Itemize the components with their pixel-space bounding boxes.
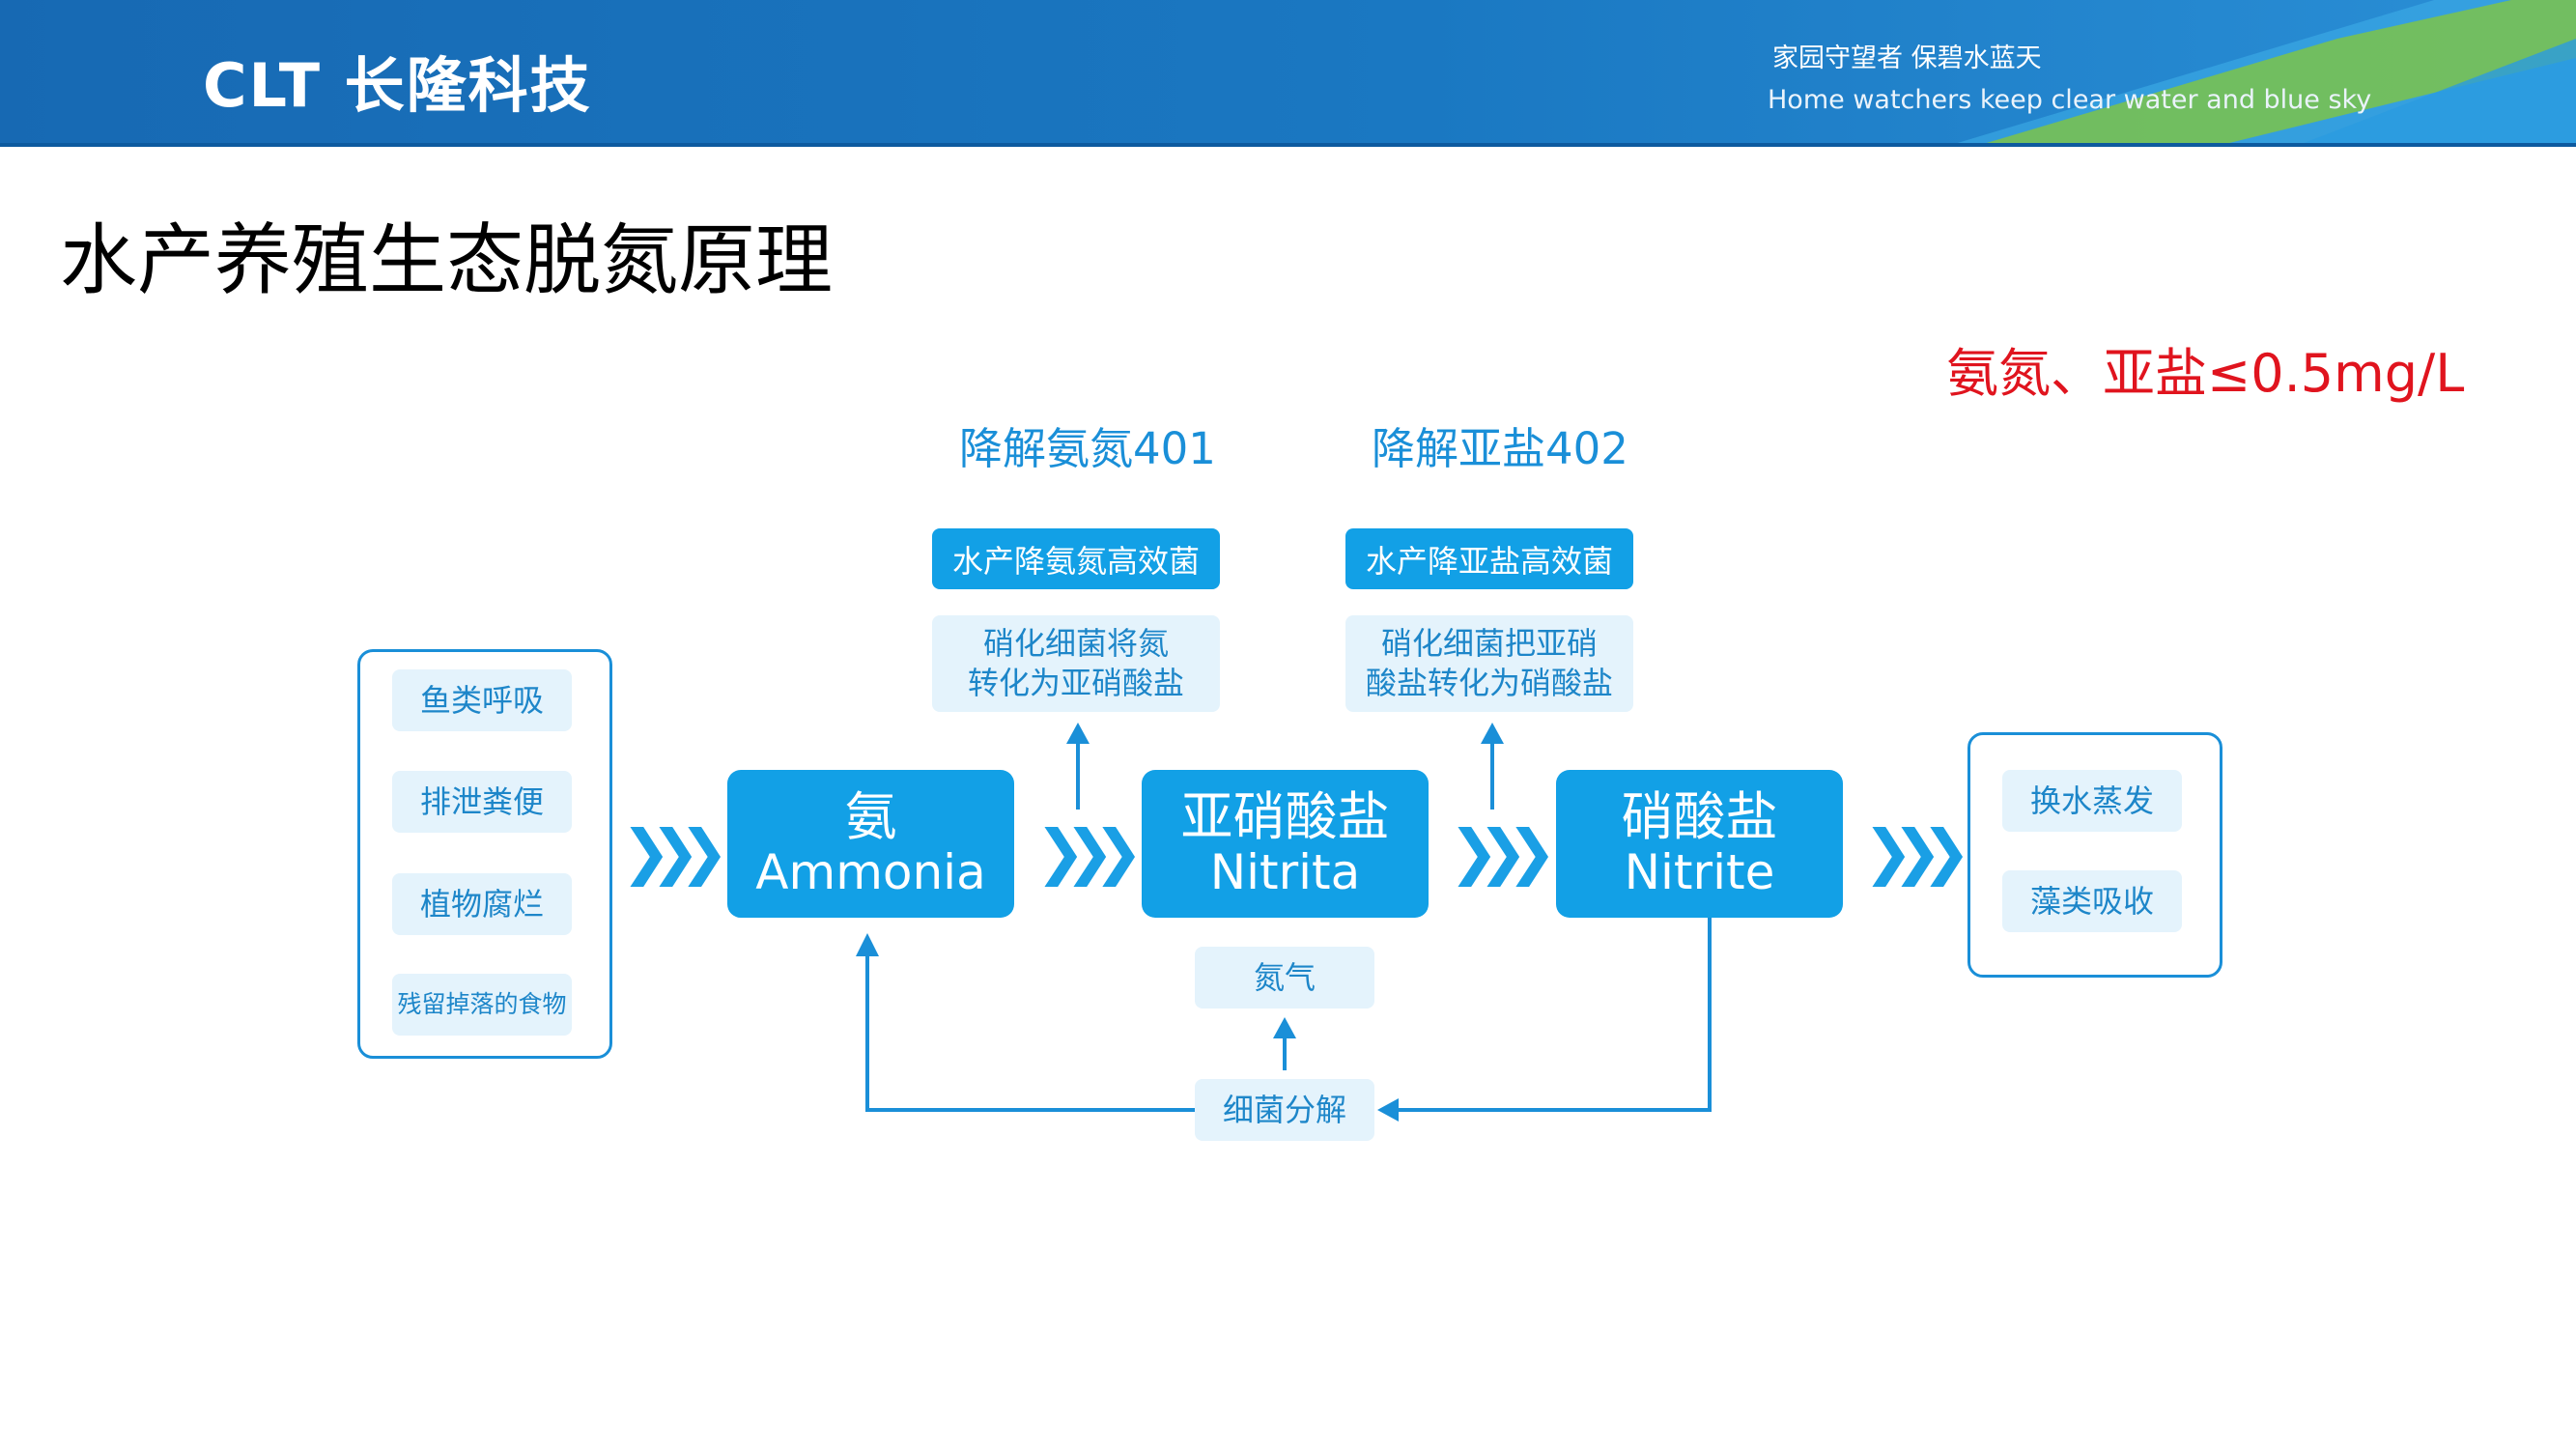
node-nitrite: 硝酸盐 Nitrite xyxy=(1556,770,1843,918)
arrow-up-ammonia xyxy=(1066,723,1090,810)
source-excretion: 排泄粪便 xyxy=(392,771,572,833)
product-label-401: 降解氨氮401 xyxy=(959,423,1216,474)
sink-algae-absorption: 藻类吸收 xyxy=(2002,870,2182,932)
header-divider xyxy=(0,143,2576,147)
page-title: 水产养殖生态脱氮原理 xyxy=(60,215,833,305)
node-nitrita-cn: 亚硝酸盐 xyxy=(1180,786,1390,848)
product-tag-401: 水产降氨氮高效菌 xyxy=(932,528,1220,589)
product-tag-402: 水产降亚盐高效菌 xyxy=(1345,528,1633,589)
source-leftover-food: 残留掉落的食物 xyxy=(392,974,572,1036)
header-decoration xyxy=(1951,0,2576,145)
slogan-english: Home watchers keep clear water and blue … xyxy=(1768,85,2372,115)
product-desc-401: 硝化细菌将氮 转化为亚硝酸盐 xyxy=(932,615,1220,712)
source-fish-respiration: 鱼类呼吸 xyxy=(392,669,572,731)
source-plant-decay: 植物腐烂 xyxy=(392,873,572,935)
loop-line-right xyxy=(1377,918,1712,1122)
node-ammonia-en: Ammonia xyxy=(755,843,986,900)
flow-chevron-2: ❯❯❯ xyxy=(1035,816,1144,887)
flow-chevron-1: ❯❯❯ xyxy=(621,816,729,887)
nitrogen-gas-box: 氮气 xyxy=(1195,947,1374,1009)
product-label-402: 降解亚盐402 xyxy=(1372,423,1628,474)
node-nitrita-en: Nitrita xyxy=(1209,843,1361,900)
slogan-chinese: 家园守望者 保碧水蓝天 xyxy=(1772,43,2042,73)
product-desc-402: 硝化细菌把亚硝 酸盐转化为硝酸盐 xyxy=(1345,615,1633,712)
node-nitrita: 亚硝酸盐 Nitrita xyxy=(1142,770,1429,918)
spec-note: 氨氮、亚盐≤0.5mg/L xyxy=(1946,343,2465,404)
header-banner xyxy=(0,0,2576,145)
flow-chevron-3: ❯❯❯ xyxy=(1449,816,1557,887)
loop-line-left xyxy=(856,933,1195,1112)
company-logo: CLT 长隆科技 xyxy=(203,50,592,121)
node-ammonia-cn: 氨 xyxy=(844,786,897,848)
bacterial-decompose-box: 细菌分解 xyxy=(1195,1079,1374,1141)
sinks-box xyxy=(1967,732,2222,978)
sources-box xyxy=(357,649,612,1059)
node-nitrite-en: Nitrite xyxy=(1624,843,1775,900)
node-ammonia: 氨 Ammonia xyxy=(727,770,1014,918)
arrow-up-gas xyxy=(1273,1017,1296,1070)
node-nitrite-cn: 硝酸盐 xyxy=(1621,786,1778,848)
sink-water-exchange: 换水蒸发 xyxy=(2002,770,2182,832)
arrow-up-nitrita xyxy=(1481,723,1504,810)
flow-chevron-4: ❯❯❯ xyxy=(1863,816,1971,887)
